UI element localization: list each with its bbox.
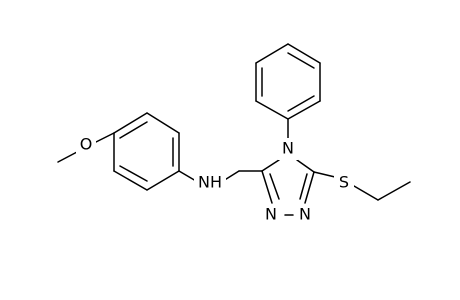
bond-aryl-inner-3: [119, 165, 148, 182]
bond-n4-c5: [296, 159, 315, 173]
bonds: [57, 43, 411, 216]
oxygen-label: O: [80, 135, 93, 154]
bond-aryl-2: [146, 112, 180, 134]
bond-n2-c3-double: [269, 173, 280, 200]
bond-ch2-ch3: [377, 181, 411, 201]
bond-o-aryl: [95, 132, 115, 143]
bond-aryl-5: [113, 170, 148, 191]
sulfur-label-bg: [334, 172, 354, 194]
bond-aryl-inner-1: [119, 121, 148, 139]
bond-c5-n1-double: [299, 173, 308, 200]
bond-aryl-nh: [178, 170, 197, 182]
bond-n2-c3: [261, 170, 273, 204]
bond-phenyl-4: [287, 43, 321, 64]
triazole-n1-label-bg: [261, 204, 281, 226]
triazole-n4-label-bg: [278, 138, 298, 160]
amine-label-bg: [194, 172, 226, 194]
oxygen-label-bg: [76, 133, 96, 155]
bond-phenyl-inner-3: [287, 95, 315, 112]
amine-label: NH: [198, 173, 222, 192]
bond-phenyl-1: [255, 100, 289, 120]
atom-labels: O NH N N N S: [76, 133, 354, 226]
bond-methyl-o: [57, 151, 78, 163]
bond-c5-s: [313, 171, 336, 178]
triazole-n2-label-bg: [295, 204, 315, 226]
sulfur-label: S: [339, 173, 349, 192]
bond-phenyl-inner-2: [287, 52, 315, 69]
bond-phenyl-6: [287, 100, 321, 120]
bond-c5-n1: [304, 171, 315, 204]
bond-s-ch2: [353, 185, 379, 201]
bond-phenyl-3: [255, 43, 289, 64]
triazole-n4-label: N: [282, 139, 294, 158]
bond-aryl-4: [146, 170, 180, 191]
triazole-n1-label: N: [265, 205, 277, 224]
bond-aryl-1: [113, 112, 148, 134]
triazole-n2-label: N: [299, 205, 311, 224]
bond-c3-n4: [261, 159, 280, 172]
